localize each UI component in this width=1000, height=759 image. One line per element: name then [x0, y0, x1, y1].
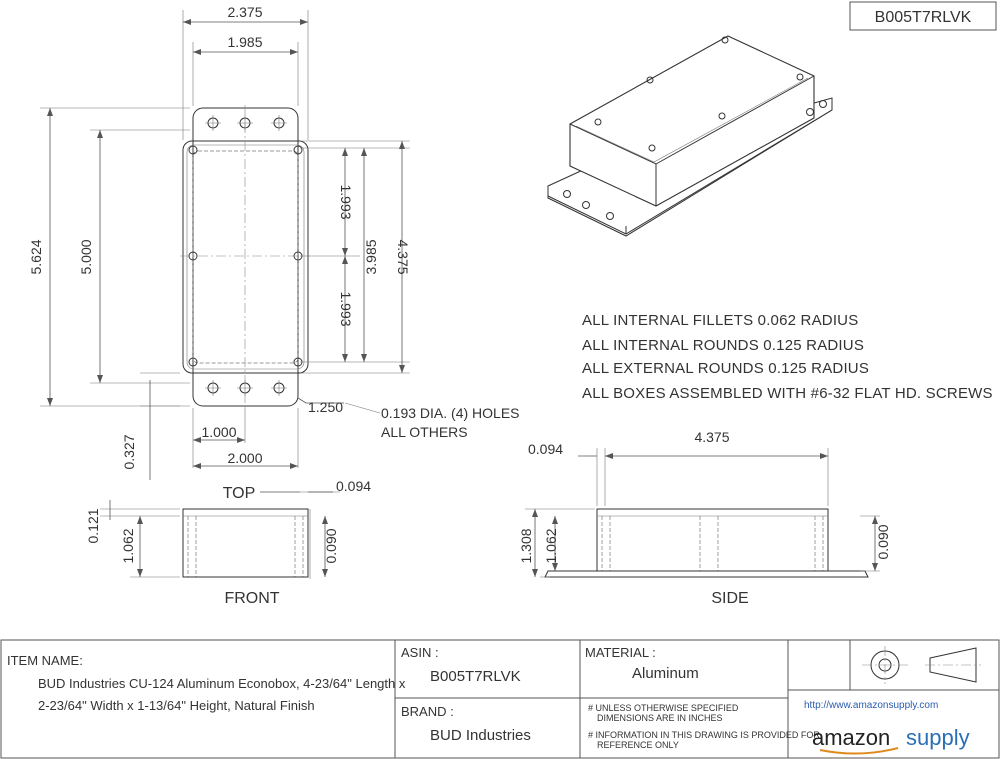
ref-line2: REFERENCE ONLY — [597, 740, 679, 750]
brand-label: BRAND : — [401, 704, 454, 719]
dim-front-wall: 0.094 — [336, 478, 371, 494]
flange-holes-bottom — [205, 380, 287, 396]
amazonsupply-logo: amazon supply — [812, 725, 970, 755]
view-label-top: TOP — [223, 485, 256, 502]
dim-side-wall-side: 0.090 — [875, 524, 891, 559]
note-1: ALL INTERNAL FILLETS 0.062 RADIUS — [582, 312, 858, 329]
isometric-view — [547, 35, 833, 237]
title-block: ITEM NAME: BUD Industries CU-124 Aluminu… — [0, 639, 1000, 759]
top-view — [40, 10, 410, 480]
dim-front-height: 1.062 — [120, 528, 136, 563]
side-view-dimension-texts: 0.094 4.375 1.308 1.062 0.090 SIDE — [518, 429, 891, 607]
dim-top-flange-length: 4.375 — [395, 239, 411, 274]
dim-top-body-length: 3.985 — [363, 239, 379, 274]
spec-line1: # UNLESS OTHERWISE SPECIFIED — [588, 703, 739, 713]
dim-top-overall-length: 5.624 — [28, 239, 44, 274]
dim-front-lid: 0.121 — [85, 508, 101, 543]
dim-side-height: 1.062 — [543, 528, 559, 563]
part-code-text: B005T7RLVK — [875, 9, 972, 26]
dim-side-wall: 0.094 — [528, 441, 563, 457]
dim-side-total-height: 1.308 — [518, 528, 534, 563]
view-label-side: SIDE — [711, 590, 748, 607]
front-view — [100, 491, 340, 579]
dim-top-bottom-hole-1: 1.000 — [201, 424, 236, 440]
dim-side-length: 4.375 — [694, 429, 729, 445]
dim-top-bottom-hole-2: 2.000 — [227, 450, 262, 466]
dim-top-edge-offset: 1.250 — [308, 399, 343, 415]
note-4: ALL BOXES ASSEMBLED WITH #6-32 FLAT HD. … — [582, 385, 993, 402]
dim-top-overall-width: 2.375 — [227, 4, 262, 20]
brand-value: BUD Industries — [430, 727, 531, 744]
dim-top-hole-span: 1.985 — [227, 34, 262, 50]
item-name-line1: BUD Industries CU-124 Aluminum Econobox,… — [38, 676, 406, 691]
dim-front-wall-side: 0.090 — [323, 528, 339, 563]
website-url: http://www.amazonsupply.com — [804, 700, 938, 711]
hole-note-line2: ALL OTHERS — [381, 424, 468, 440]
material-value: Aluminum — [632, 665, 699, 682]
dim-top-half-upper: 1.993 — [338, 184, 354, 219]
view-label-front: FRONT — [224, 590, 279, 607]
logo-supply: supply — [906, 725, 970, 750]
note-3: ALL EXTERNAL ROUNDS 0.125 RADIUS — [582, 360, 869, 377]
dim-top-left-offset: 0.327 — [121, 434, 137, 469]
note-2: ALL INTERNAL ROUNDS 0.125 RADIUS — [582, 337, 864, 354]
ref-line1: # INFORMATION IN THIS DRAWING IS PROVIDE… — [588, 730, 820, 740]
material-label: MATERIAL : — [585, 645, 656, 660]
item-name-label: ITEM NAME: — [7, 653, 83, 668]
projection-symbol — [862, 646, 981, 684]
front-view-dimension-texts: 0.094 0.121 1.062 0.090 FRONT — [85, 478, 371, 607]
spec-line2: DIMENSIONS ARE IN INCHES — [597, 713, 723, 723]
general-notes: ALL INTERNAL FILLETS 0.062 RADIUS ALL IN… — [582, 312, 993, 402]
dim-top-inner-length: 5.000 — [78, 239, 94, 274]
asin-label: ASIN : — [401, 645, 439, 660]
logo-amazon: amazon — [812, 725, 890, 750]
side-view — [525, 448, 880, 578]
hole-note-line1: 0.193 DIA. (4) HOLES — [381, 405, 520, 421]
dim-top-half-lower: 1.993 — [338, 291, 354, 326]
asin-value: B005T7RLVK — [430, 668, 521, 685]
flange-holes-top — [205, 115, 287, 131]
part-code-box: B005T7RLVK — [849, 1, 997, 31]
top-view-dimension-texts: 2.375 1.985 5.624 5.000 1.993 1.993 3.98… — [28, 4, 520, 502]
item-name-line2: 2-23/64" Width x 1-13/64" Height, Natura… — [38, 698, 315, 713]
